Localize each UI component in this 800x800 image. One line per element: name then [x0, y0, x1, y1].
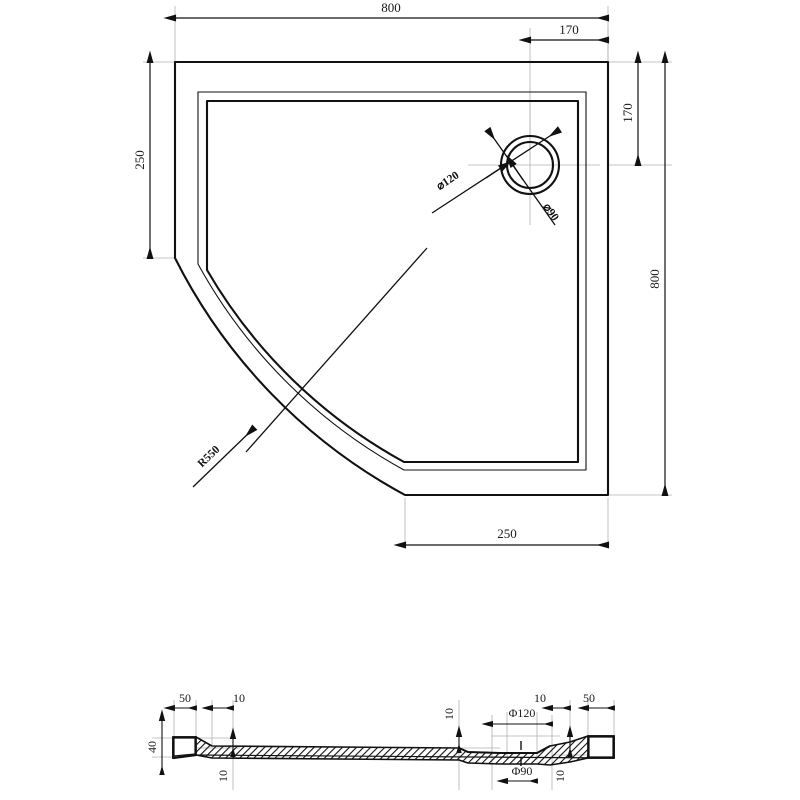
plan-view-group: ⌀120 ⌀90 R550 800 170 250 — [132, 0, 672, 549]
dim-left-lip-width-label: 50 — [179, 691, 191, 705]
dim-right-lip-width: 50 — [577, 691, 615, 712]
dim-overall-height: 800 — [647, 50, 669, 497]
section-left-lip-base — [172, 753, 197, 760]
dim-left-straight-edge: 250 — [132, 50, 154, 260]
dim-overall-width-label: 800 — [381, 0, 401, 15]
dim-drain-inner-width: Φ90 — [496, 764, 538, 785]
dim-bottom-straight-edge: 250 — [393, 526, 610, 549]
dim-drain-offset-top: 170 — [620, 50, 642, 167]
dim-right-lip-width-label: 50 — [583, 691, 595, 705]
section-right-lip-inner — [588, 736, 614, 758]
dim-overall-thickness: 40 — [145, 709, 166, 775]
section-view-group: 50 10 40 10 10 Φ120 Φ90 — [145, 691, 615, 790]
dim-left-lip-width: 50 — [163, 691, 197, 712]
dim-left-base-drop: 10 — [216, 727, 237, 782]
dim-right-step-width: 10 — [534, 691, 571, 712]
dim-left-step-width: 10 — [201, 691, 245, 712]
dim-right-step-width-label: 10 — [534, 691, 546, 705]
dim-left-base-drop-label: 10 — [216, 770, 230, 782]
plan-center-construction-line — [245, 247, 428, 453]
dim-drain-offset-right: 170 — [518, 22, 610, 44]
section-left-lip-inner — [173, 737, 196, 757]
dim-overall-height-label: 800 — [647, 269, 662, 289]
tray-basin-outline — [205, 99, 580, 464]
dim-left-straight-edge-label: 250 — [132, 150, 147, 170]
dim-drain-inner-width-label: Φ90 — [512, 764, 533, 778]
tray-rim-outline — [197, 91, 587, 471]
dim-drain-outer-width-label: Φ120 — [509, 706, 536, 720]
dim-right-lip-drop-label: 10 — [553, 770, 567, 782]
dim-drain-offset-right-label: 170 — [559, 22, 579, 37]
dim-left-step-width-label: 10 — [233, 691, 245, 705]
dim-overall-width: 800 — [163, 0, 610, 22]
dim-right-base-rise: 10 — [442, 708, 463, 753]
dim-right-base-rise-label: 10 — [442, 708, 456, 720]
dim-overall-thickness-label: 40 — [145, 741, 159, 753]
section-right-lip — [587, 735, 615, 759]
dim-bottom-straight-edge-label: 250 — [497, 526, 517, 541]
dim-drain-outer-width: Φ120 — [481, 706, 553, 728]
dim-drain-offset-top-label: 170 — [620, 103, 635, 123]
section-drain-depression — [458, 745, 551, 754]
dim-right-lip-drop: 10 — [553, 725, 574, 782]
section-underside-line — [195, 754, 615, 759]
